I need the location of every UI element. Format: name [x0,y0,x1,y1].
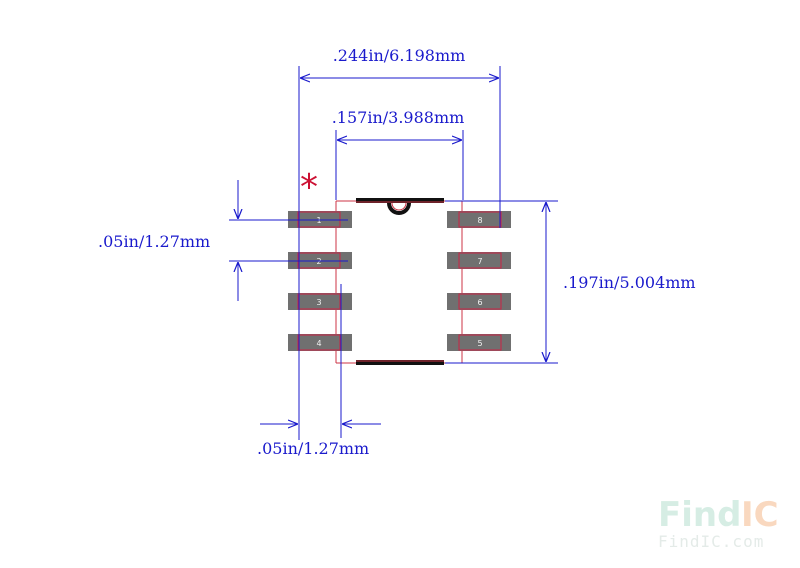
right-pads: 8 7 6 5 [447,211,511,351]
pad-6: 6 [447,293,511,310]
pin-label-7: 7 [477,257,482,266]
pin1-notch [387,202,411,215]
left-pads: 1 2 3 4 [288,211,352,351]
pin-label-5: 5 [477,339,482,348]
pad-8: 8 [447,211,511,228]
pad-width-dimension [260,284,381,438]
pin-label-6: 6 [477,298,482,307]
pin-label-4: 4 [316,339,321,348]
body-length-label: .197in/5.004mm [563,273,696,292]
pad-4: 4 [288,334,352,351]
pad-5: 5 [447,334,511,351]
pad-width-label: .05in/1.27mm [257,439,369,458]
pad-3: 3 [288,293,352,310]
pin-label-8: 8 [477,216,482,225]
top-silkscreen-bar [356,198,444,203]
body-width-label: .157in/3.988mm [332,108,465,127]
total-width-label: .244in/6.198mm [333,46,466,65]
pin-label-3: 3 [316,298,321,307]
package-body [335,198,463,365]
pitch-label: .05in/1.27mm [98,232,210,251]
bottom-silkscreen-bar [356,360,444,365]
pitch-dimension [229,180,348,301]
watermark-brand-ic: IC [741,495,779,535]
pad-7: 7 [447,252,511,269]
body-width-dimension [335,130,464,200]
pin1-asterisk-marker: * [300,167,318,208]
watermark-url: FindIC.com [658,532,764,551]
watermark-brand-find: Find [658,495,741,535]
body-length-dimension [445,200,558,364]
findic-watermark: Find IC FindIC.com [658,495,779,551]
